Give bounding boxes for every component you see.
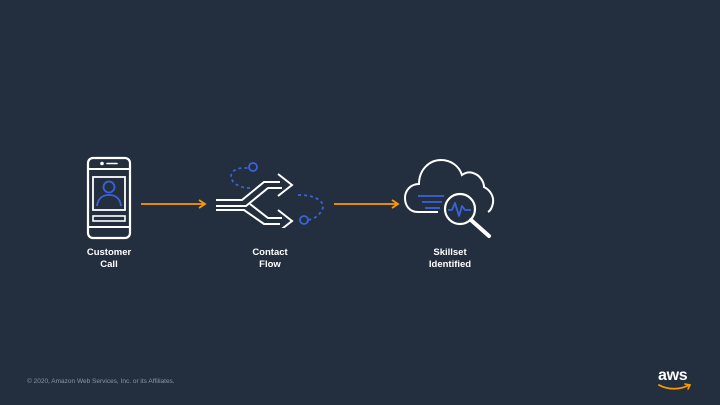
label-line: Skillset (433, 247, 467, 258)
arrow-flow-to-skillset (334, 199, 400, 209)
label-line: Identified (428, 259, 472, 270)
cloud-analysis-icon (404, 158, 495, 238)
arrow-customer-to-flow (141, 199, 207, 209)
aws-logo-text: aws (658, 367, 688, 384)
label-line: Call (100, 259, 118, 270)
label-line: Customer (86, 247, 132, 258)
aws-smile-icon (658, 383, 692, 390)
node-label-flow: Contact Flow (210, 247, 330, 271)
aws-logo: aws (658, 367, 692, 391)
label-line: Flow (259, 259, 281, 270)
label-line: Contact (252, 247, 288, 258)
node-label-customer: Customer Call (49, 247, 169, 271)
copyright-footer: © 2020, Amazon Web Services, Inc. or its… (27, 378, 175, 385)
node-label-skillset: Skillset Identified (390, 247, 510, 271)
contact-flow-icon (216, 162, 324, 228)
phone-icon (86, 156, 132, 240)
